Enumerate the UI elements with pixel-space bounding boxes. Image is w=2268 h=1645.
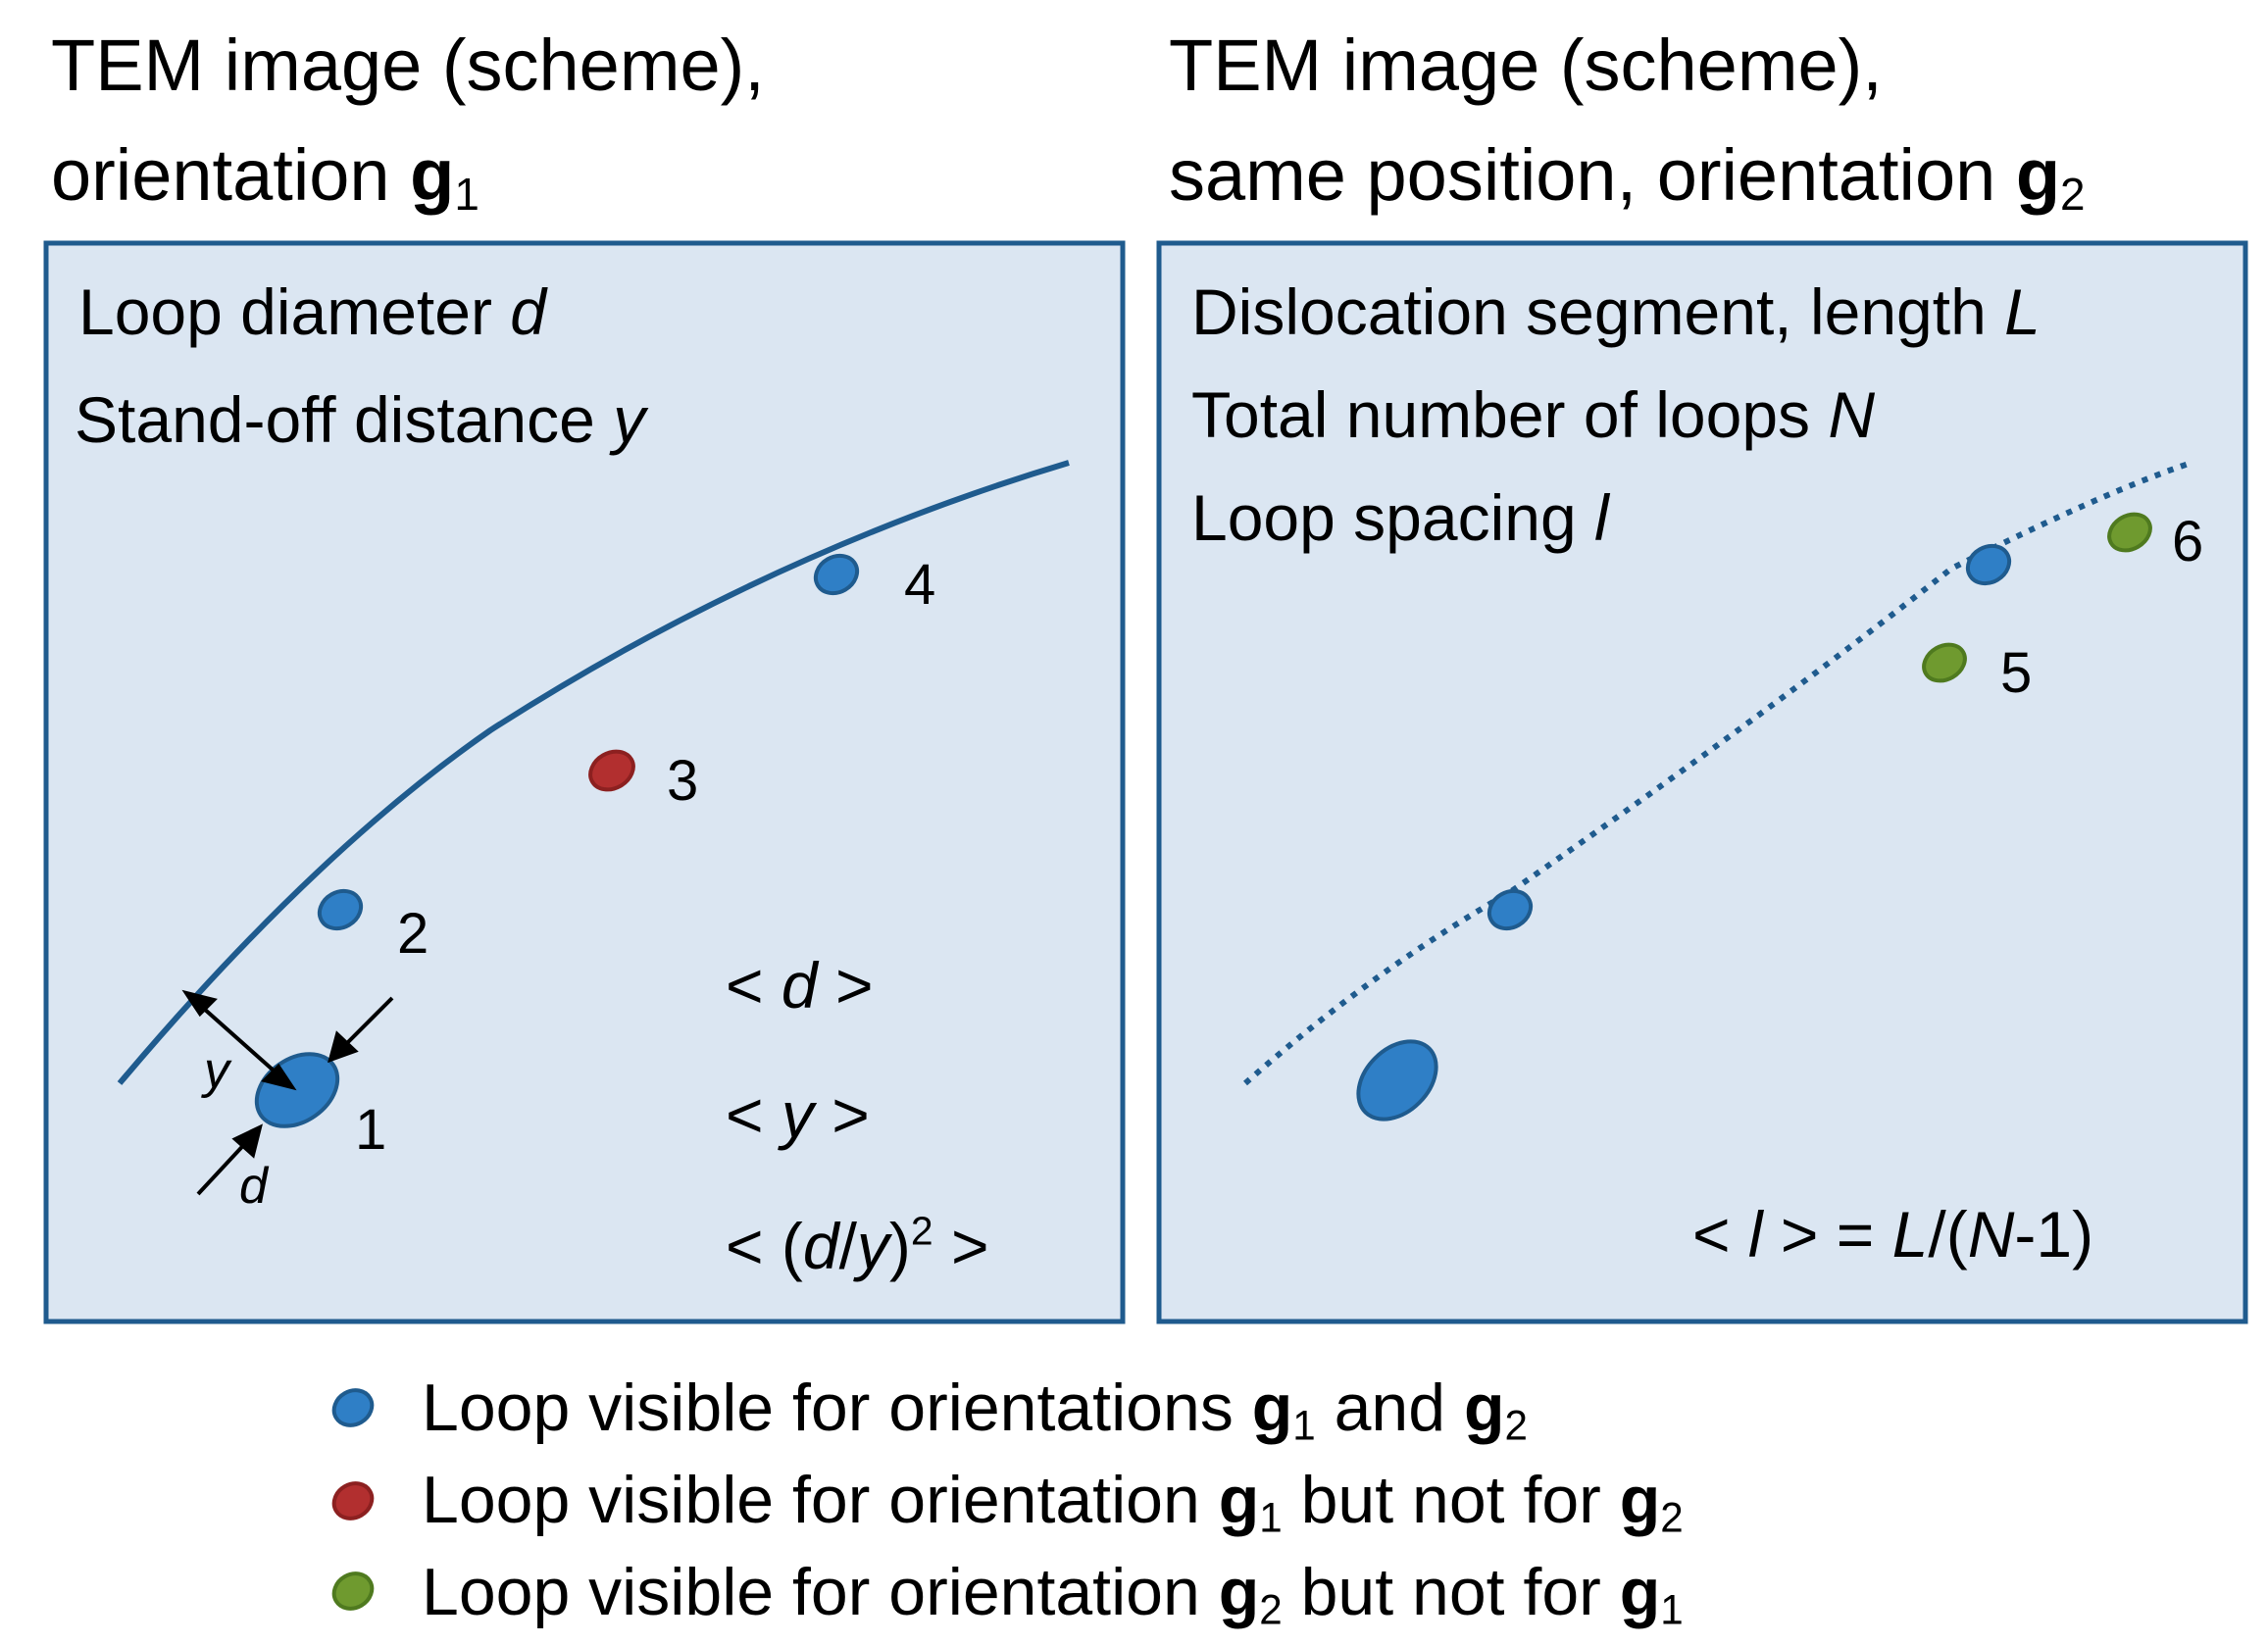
legend-item-green: Loop visible for orientation g2 but not … (422, 1555, 1684, 1633)
diameter-arrow-top (328, 996, 394, 1064)
loop-2-blue (317, 888, 364, 931)
right-title-line2: same position, orientation g2 (1169, 134, 2086, 221)
total-loops-label: Total number of loops N (1191, 378, 1876, 451)
loop-spacing-label: Loop spacing l (1191, 481, 1609, 554)
right-panel-box (1156, 240, 2248, 1324)
dislocation-line-dotted (1243, 460, 2192, 1086)
loop-blue-mid (1487, 888, 1534, 931)
loop-6-green (2107, 512, 2152, 553)
loop-5-green (1922, 642, 1967, 683)
right-title-line1: TEM image (scheme), (1169, 25, 1883, 106)
standoff-arrow (181, 989, 297, 1091)
legend-item-red: Loop visible for orientation g1 but not … (422, 1463, 1684, 1541)
stat-mean-ratio: < (d/y)2 > (726, 1208, 989, 1282)
legend-marker-green (331, 1571, 375, 1611)
diameter-arrow-bottom (196, 1123, 263, 1196)
left-title-line2: orientation g1 (51, 134, 479, 221)
arrow-label-d: d (239, 1158, 268, 1215)
loop-number-1: 1 (355, 1098, 387, 1162)
legend-marker-red (331, 1481, 375, 1520)
stat-mean-y: < y > (726, 1078, 870, 1151)
spacing-formula: < l > = L/(N-1) (1692, 1198, 2094, 1271)
loop-blue-upper (1965, 543, 2012, 586)
dislocation-line-solid (117, 460, 1070, 1085)
loop-3-red (588, 749, 635, 792)
legend-item-blue: Loop visible for orientations g1 and g2 (422, 1371, 1528, 1449)
loop-4-blue (813, 553, 860, 596)
loop-number-3: 3 (667, 749, 699, 813)
loop-diameter-label: Loop diameter d (78, 275, 546, 348)
arrow-label-y: y (204, 1042, 229, 1099)
left-panel-box (43, 240, 1126, 1324)
loop-number-2: 2 (397, 902, 429, 966)
legend-marker-blue (331, 1388, 375, 1427)
loop-number-5: 5 (2000, 641, 2033, 705)
left-title-line1: TEM image (scheme), (51, 25, 765, 106)
loop-number-4: 4 (904, 553, 936, 617)
standoff-distance-label: Stand-off distance y (75, 383, 646, 456)
loop-blue-large (1356, 1039, 1438, 1122)
loop-number-6: 6 (2172, 510, 2204, 573)
stat-mean-d: < d > (726, 949, 874, 1022)
dislocation-segment-label: Dislocation segment, length L (1191, 275, 2041, 348)
